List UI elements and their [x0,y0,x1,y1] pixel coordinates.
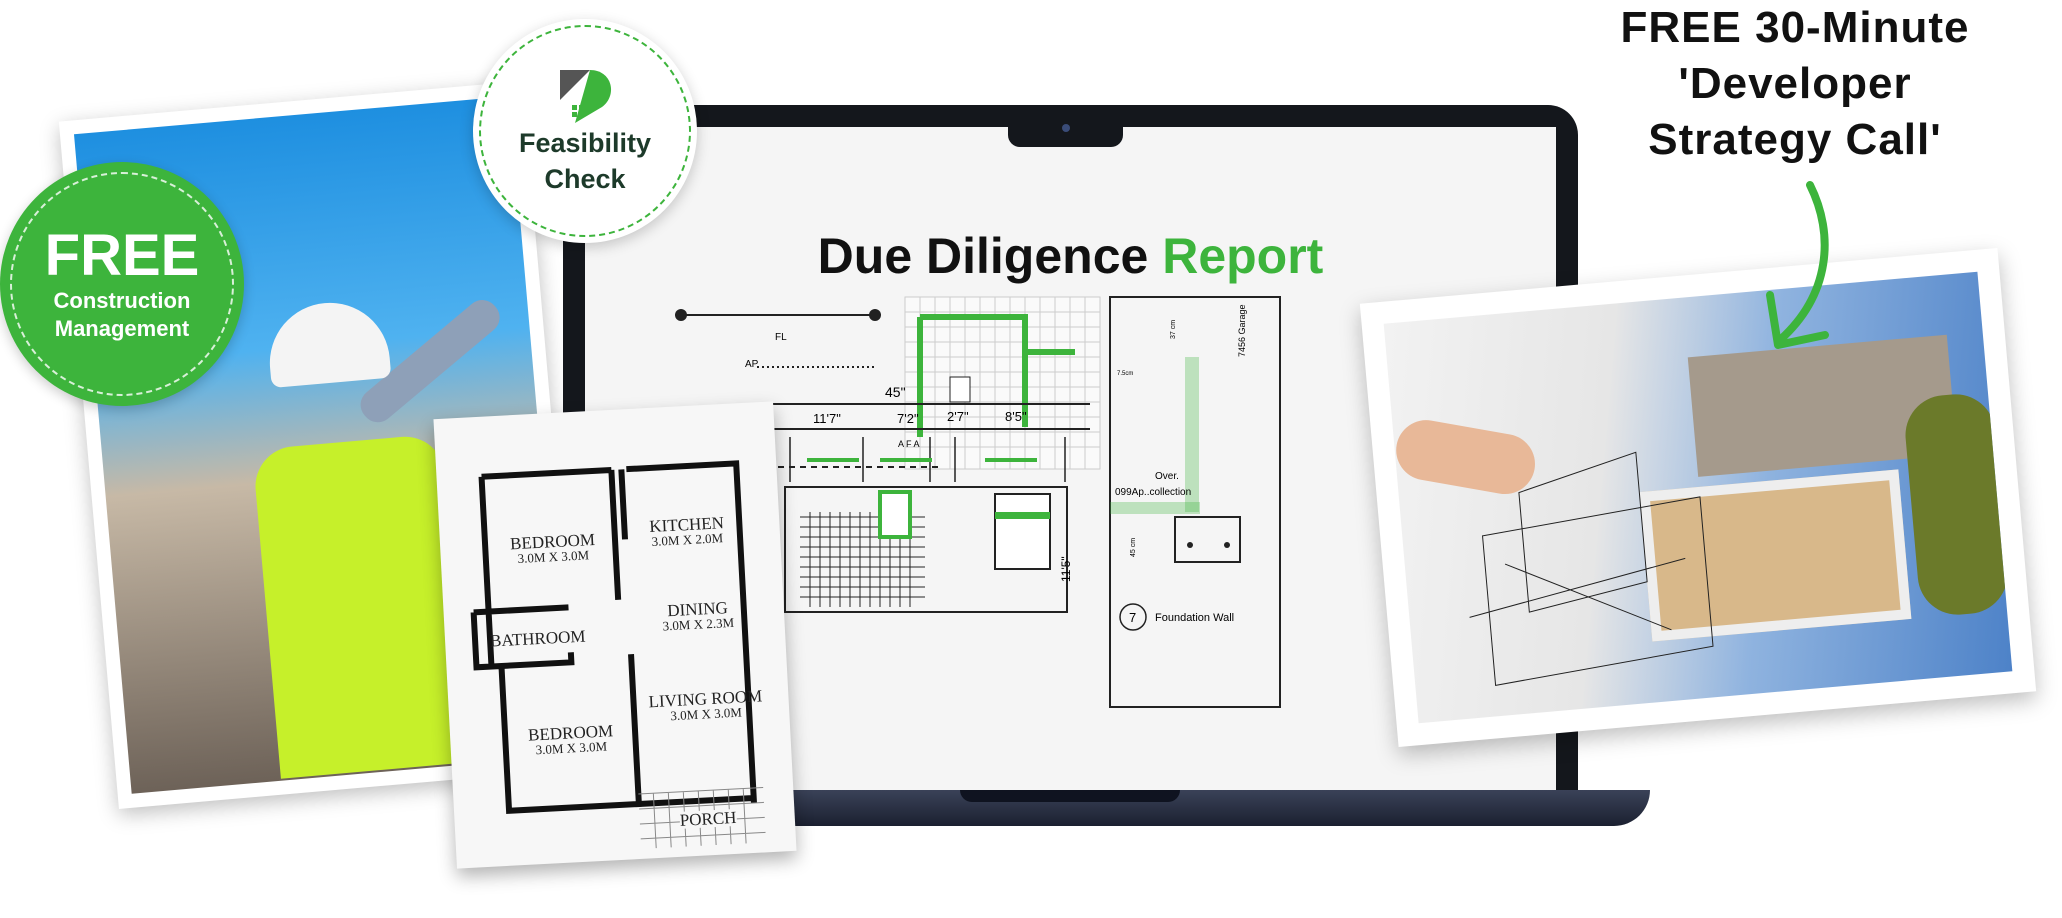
room-porch: PORCH [679,807,737,830]
site-foundation-wall: Foundation Wall [1155,612,1234,624]
room-bathroom: BATHROOM [489,626,586,651]
badge-management-text: Management [54,316,190,341]
sketch-lines [1469,451,1714,686]
dim-height: 11'5" [1059,556,1073,582]
cta-line-2: 'Developer [1678,59,1912,108]
site-37cm: 37 cm [1170,320,1177,339]
badge-construction-text: Construction [53,288,191,313]
dim-total: 45" [885,384,906,400]
dim-2: 7'2" [897,411,919,426]
site-45cm: 45 cm [1130,538,1137,557]
house-sketch-photo [1359,247,2037,748]
marker-fl: FL [775,332,787,343]
site-garage: 7456 Garage [1237,304,1247,357]
feasibility-check-badge: Feasibility Check [473,19,697,243]
house-logo-icon [560,70,612,123]
grid-plan [904,296,1101,470]
laptop-lip [960,790,1180,802]
floor-plan-walls [470,460,766,849]
marker-ap: AP [745,359,759,370]
dim-4: 8'5" [1005,409,1027,424]
cta-line-3: Strategy Call' [1648,115,1942,164]
marker-afa: A F A [898,439,920,449]
site-over: Over. [1155,471,1179,482]
site-number: 7 [1129,610,1136,625]
report-title: Due Diligence Report [585,227,1556,285]
badge-feasibility-text: Feasibility [518,128,652,158]
strategy-call-headline: FREE 30-Minute 'Developer Strategy Call' [1560,0,2030,168]
report-title-accent: Report [1162,228,1324,284]
report-title-main: Due Diligence [817,228,1149,284]
hard-hat [264,297,392,389]
badge-check-text: Check [544,164,626,194]
free-construction-management-badge: FREE Construction Management [0,162,244,406]
green-walls [917,314,1075,437]
dim-3: 2'7" [947,409,969,424]
camera-icon [1062,124,1070,132]
blueprint-drawing: FL AP 45" 11'7" 7'2" 2'7" 8'5" A F A 11'… [675,296,1281,708]
badge-free-text: FREE [44,223,200,288]
site-75cm: 7.5cm [1117,371,1133,377]
cta-line-1: FREE 30-Minute [1620,3,1970,52]
green-arrow-icon [1766,181,1829,349]
tile-grid [800,512,925,607]
dim-1: 11'7" [813,411,841,426]
site-collection: 099Ap..collection [1115,487,1191,498]
